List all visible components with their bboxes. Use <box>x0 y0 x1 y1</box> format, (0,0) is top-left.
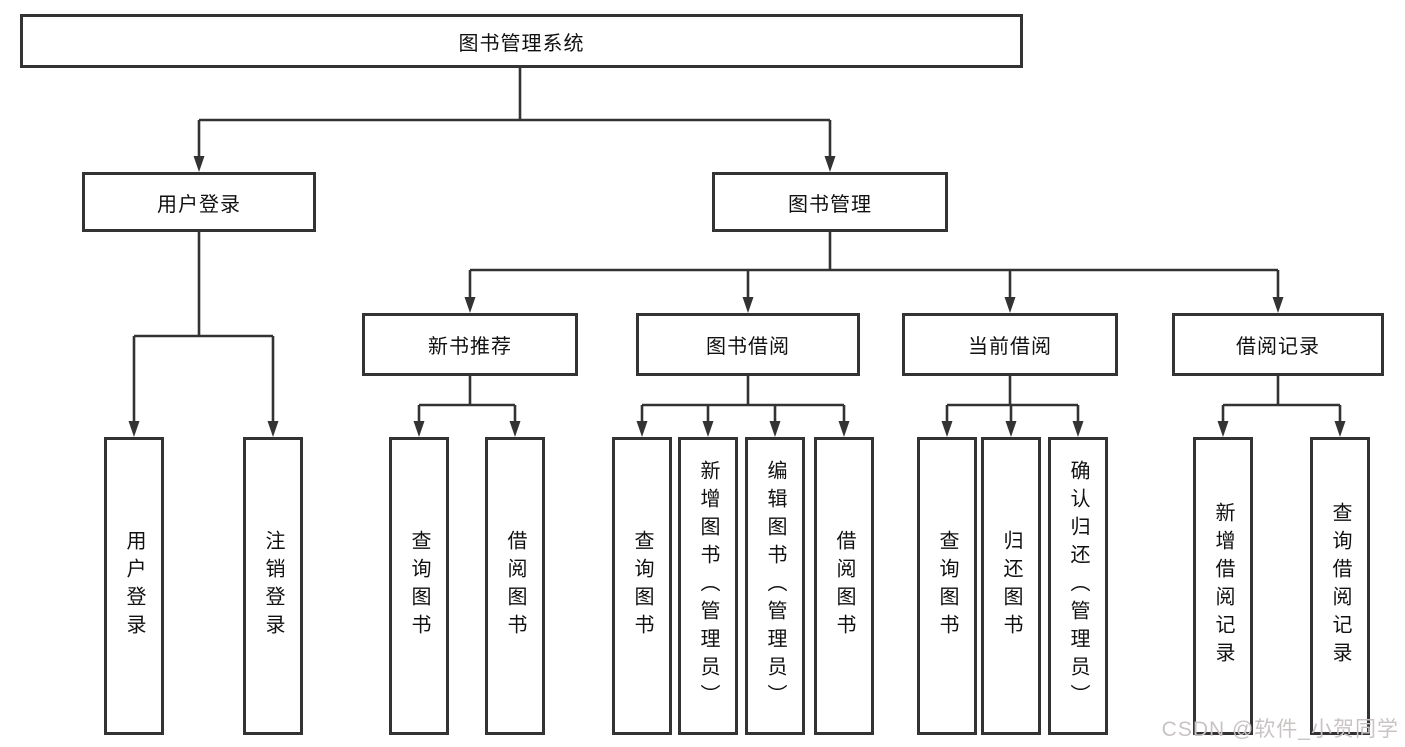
node-borrowing-records-label: 借阅记录 <box>1236 336 1320 358</box>
leaf-borrow-books-2: 借阅图书 <box>814 437 874 735</box>
leaf-return-books: 归还图书 <box>981 437 1041 735</box>
leaf-query-borrow-record: 查询借阅记录 <box>1310 437 1370 735</box>
node-book-borrowing: 图书借阅 <box>636 313 860 376</box>
leaf-query-books-2-label: 查询图书 <box>631 530 653 642</box>
node-user-login: 用户登录 <box>82 172 316 232</box>
leaf-confirm-return-admin-label: 确认归还（管理员） <box>1067 460 1089 712</box>
leaf-borrow-books-2-label: 借阅图书 <box>833 530 855 642</box>
leaf-add-borrow-record: 新增借阅记录 <box>1193 437 1253 735</box>
leaf-add-book-admin-label: 新增图书（管理员） <box>697 460 719 712</box>
node-root: 图书管理系统 <box>20 14 1023 68</box>
leaf-query-books-1-label: 查询图书 <box>408 530 430 642</box>
leaf-user-login-label: 用户登录 <box>123 530 145 642</box>
node-current-borrowing: 当前借阅 <box>902 313 1118 376</box>
leaf-borrow-books-1-label: 借阅图书 <box>504 530 526 642</box>
leaf-user-login: 用户登录 <box>104 437 164 735</box>
node-new-book-recommend: 新书推荐 <box>362 313 578 376</box>
leaf-add-borrow-record-label: 新增借阅记录 <box>1212 502 1234 670</box>
leaf-query-books-1: 查询图书 <box>389 437 449 735</box>
node-new-book-recommend-label: 新书推荐 <box>428 336 512 358</box>
arrowheads <box>128 156 1346 437</box>
node-current-borrowing-label: 当前借阅 <box>968 336 1052 358</box>
leaf-query-borrow-record-label: 查询借阅记录 <box>1329 502 1351 670</box>
node-root-label: 图书管理系统 <box>458 32 585 55</box>
node-book-management: 图书管理 <box>712 172 948 232</box>
leaf-query-books-2: 查询图书 <box>612 437 672 735</box>
node-borrowing-records: 借阅记录 <box>1172 313 1384 376</box>
leaf-borrow-books-1: 借阅图书 <box>485 437 545 735</box>
leaf-logout: 注销登录 <box>243 437 303 735</box>
leaf-logout-label: 注销登录 <box>262 530 284 642</box>
node-book-borrowing-label: 图书借阅 <box>706 336 790 358</box>
node-book-management-label: 图书管理 <box>788 193 872 216</box>
leaf-query-books-3: 查询图书 <box>917 437 977 735</box>
leaf-return-books-label: 归还图书 <box>1000 530 1022 642</box>
leaf-edit-book-admin-label: 编辑图书（管理员） <box>764 460 786 712</box>
leaf-add-book-admin: 新增图书（管理员） <box>678 437 738 735</box>
leaf-edit-book-admin: 编辑图书（管理员） <box>745 437 805 735</box>
leaf-query-books-3-label: 查询图书 <box>936 530 958 642</box>
leaf-confirm-return-admin: 确认归还（管理员） <box>1048 437 1108 735</box>
watermark: CSDN @软件_小贺同学 <box>1161 718 1399 741</box>
node-user-login-label: 用户登录 <box>157 193 241 216</box>
